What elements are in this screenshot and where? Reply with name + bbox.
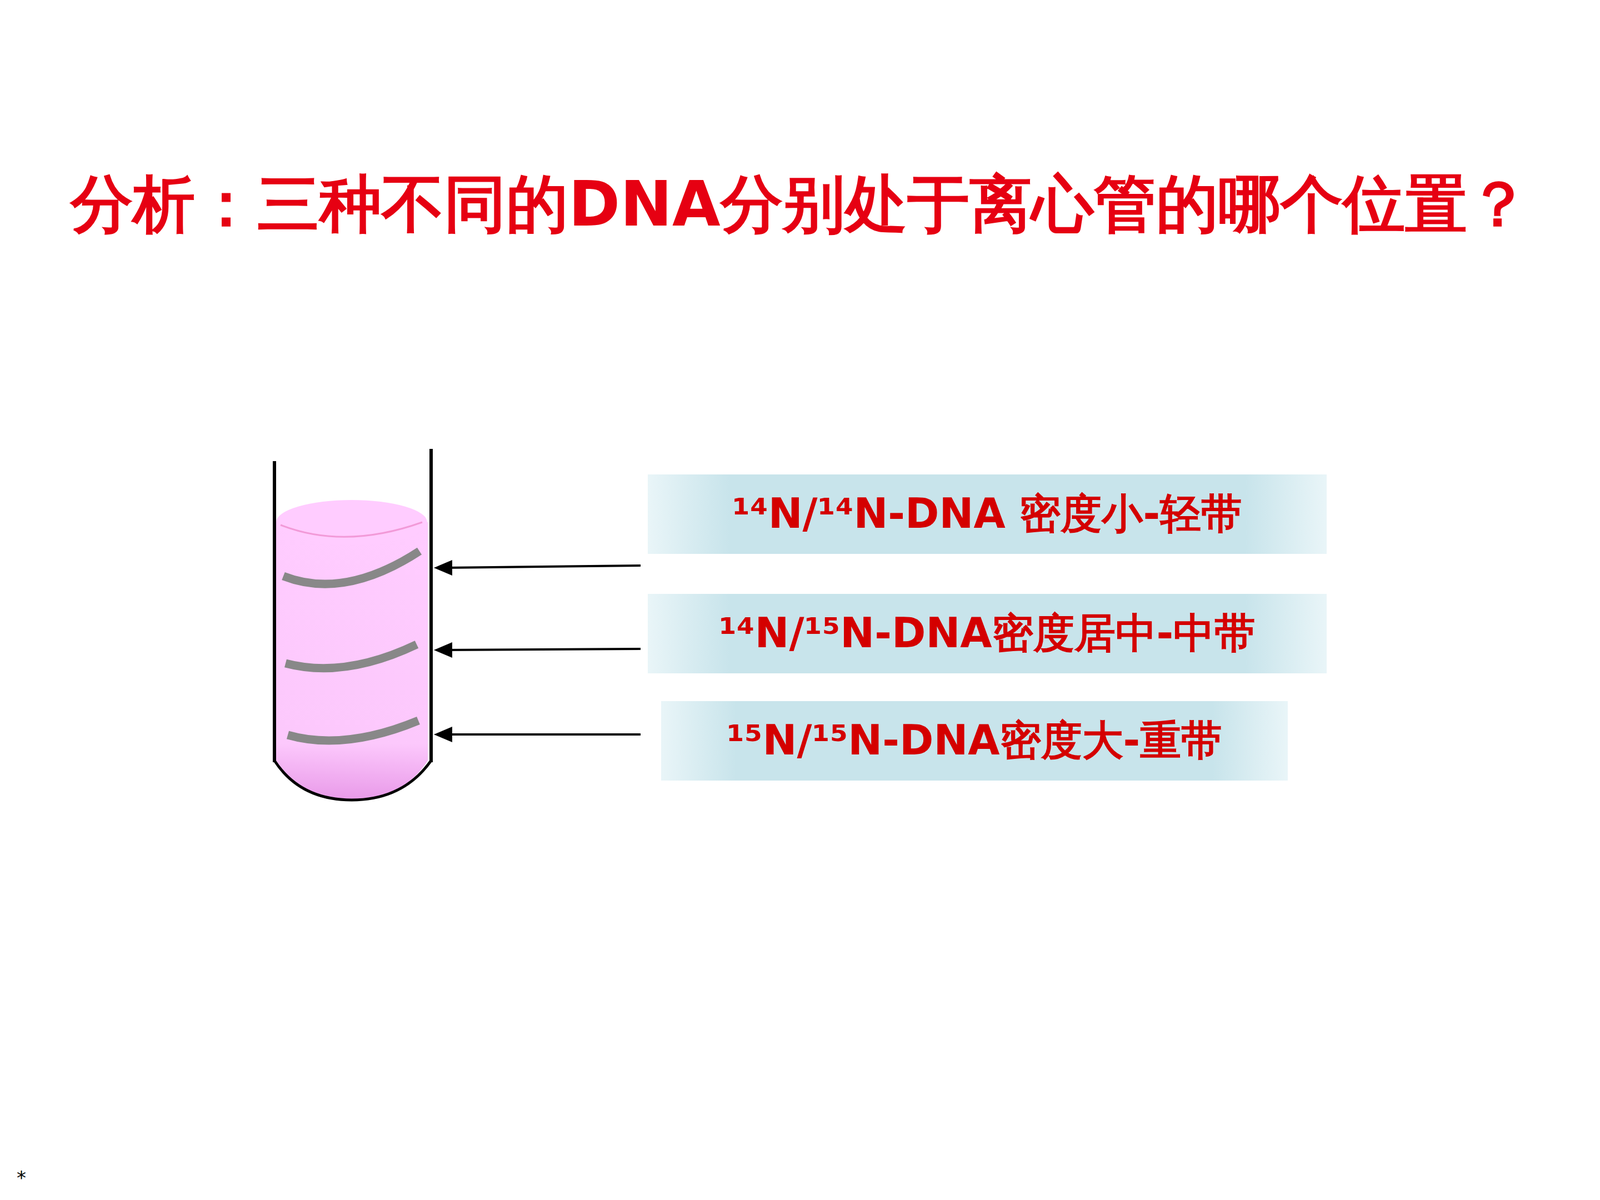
footnote-mark: * (16, 1166, 27, 1189)
band-label: ¹⁴N/¹⁴N-DNA 密度小-轻带 (732, 486, 1243, 543)
tube-bottom (274, 760, 432, 800)
light-band (283, 551, 420, 584)
label-box: ¹⁴N/¹⁵N-DNA密度居中-中带 (647, 593, 1327, 674)
surface-line (280, 522, 423, 537)
leader-line (444, 648, 641, 650)
tube-wall (272, 461, 277, 763)
label-box: ¹⁴N/¹⁴N-DNA 密度小-轻带 (647, 474, 1327, 554)
tube-liquid (276, 522, 428, 799)
arrow-head (436, 643, 452, 657)
band-label: ¹⁴N/¹⁵N-DNA密度居中-中带 (718, 606, 1257, 662)
band-label: ¹⁵N/¹⁵N-DNA密度大-重带 (726, 713, 1223, 769)
label-box: ¹⁵N/¹⁵N-DNA密度大-重带 (661, 701, 1288, 781)
slide-title: 分析：三种不同的DNA分别处于离心管的哪个位置？ (11, 166, 1589, 242)
middle-band (285, 644, 417, 669)
tube-wall (429, 448, 433, 763)
leader-line (444, 565, 641, 568)
centrifuge-tube (274, 448, 432, 800)
leader-arrows (436, 561, 641, 741)
arrow-head (436, 561, 452, 574)
heavy-band (287, 720, 419, 741)
arrow-head (436, 728, 452, 741)
leader-line (444, 733, 641, 736)
liquid-surface (276, 500, 428, 545)
